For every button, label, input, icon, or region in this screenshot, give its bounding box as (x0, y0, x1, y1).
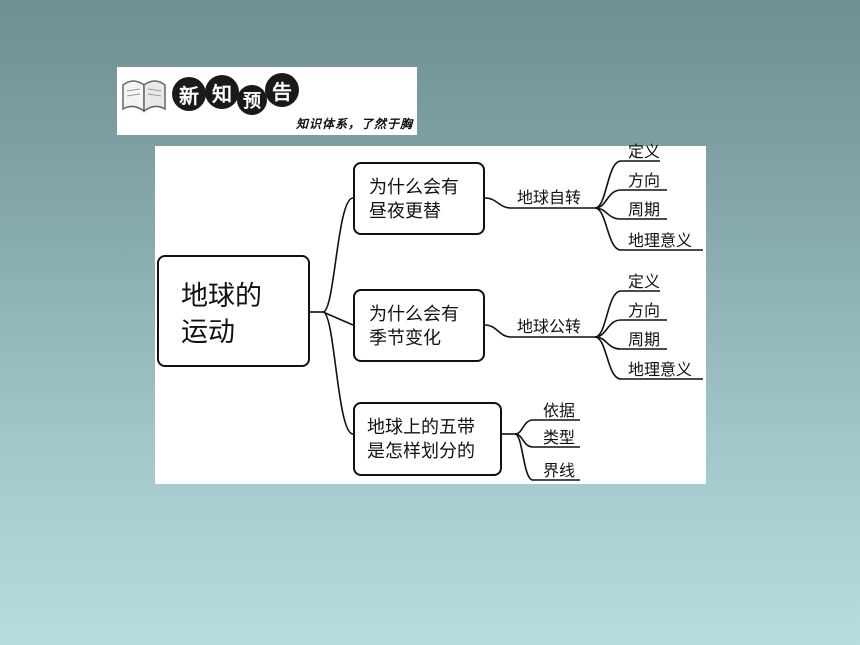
branch-1-topic: 地球自转 (517, 188, 582, 207)
branch-1-leaf-1: 定义 (628, 142, 661, 161)
section-banner: 新 知 预 告 知识体系，了然于胸 (117, 67, 417, 135)
branch-3-question: 地球上的五带 是怎样划分的 (353, 402, 502, 476)
branch-3-question-line-2: 是怎样划分的 (367, 441, 475, 462)
banner-slogan: 知识体系，了然于胸 (295, 117, 413, 131)
branch-2-question-line-1: 为什么会有 (369, 304, 459, 325)
branch-1-leaf-4: 地理意义 (628, 231, 693, 250)
branch-3-leaf-1: 依据 (543, 401, 576, 420)
branch-1-question-line-2: 昼夜更替 (369, 201, 441, 222)
branch-2-leaf-3: 周期 (628, 330, 661, 349)
branch-1-question-line-1: 为什么会有 (369, 177, 459, 198)
branch-1-leaf-2: 方向 (628, 171, 661, 190)
branch-2-leaf-1: 定义 (628, 272, 661, 291)
branch-2-question-line-2: 季节变化 (369, 328, 441, 349)
branch-3-question-line-1: 地球上的五带 (367, 417, 475, 438)
open-book-icon (122, 80, 166, 113)
branch-2-question: 为什么会有 季节变化 (353, 289, 485, 362)
connector-lines (310, 160, 703, 481)
banner-char-3: 预 (237, 85, 267, 115)
banner-char-4: 告 (265, 73, 299, 107)
branch-2-topic: 地球公转 (517, 317, 582, 336)
banner-char-2: 知 (205, 75, 239, 109)
root-line-1: 地球的 (181, 281, 262, 312)
branch-1-question: 为什么会有 昼夜更替 (353, 162, 485, 235)
banner-char-1: 新 (172, 77, 206, 111)
branch-2-leaf-2: 方向 (628, 301, 661, 320)
branch-2-leaf-4: 地理意义 (628, 360, 693, 379)
mind-map: 地球的 运动 为什么会有 昼夜更替 为什么会有 季节变化 地球上的五带 是怎样划… (155, 142, 706, 484)
branch-3-leaf-3: 界线 (543, 461, 576, 480)
branch-3-leaf-2: 类型 (543, 428, 576, 447)
root-node: 地球的 运动 (157, 255, 310, 367)
branch-1-leaf-3: 周期 (628, 200, 661, 219)
root-line-2: 运动 (181, 317, 235, 348)
